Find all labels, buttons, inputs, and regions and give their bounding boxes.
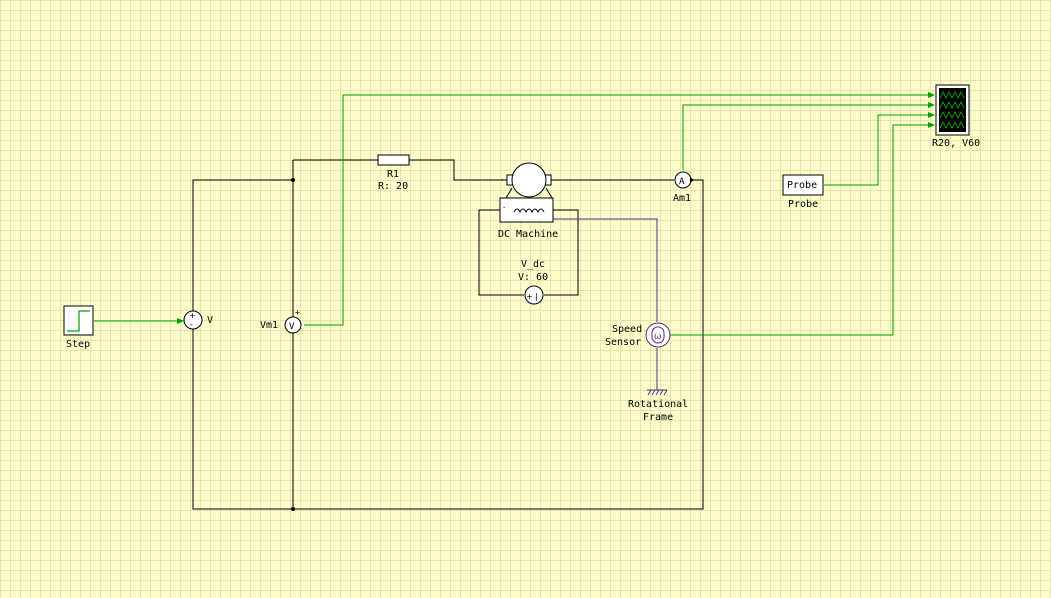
dc-source-param: V: 60: [518, 272, 548, 283]
wire-left-loop[interactable]: [192, 179, 704, 510]
step-icon: [67, 310, 90, 332]
wire-r1-to-machine[interactable]: [409, 159, 507, 181]
terminal-mark: ·: [500, 176, 504, 184]
ammeter[interactable]: A: [674, 171, 694, 189]
step-label: Step: [66, 339, 90, 350]
mechanical-wires: [553, 218, 668, 396]
speed-sensor-label-2: Sensor: [605, 337, 641, 348]
signal-wires: [94, 92, 935, 336]
resistor-param: R: 20: [378, 181, 408, 192]
rotational-frame-label-1: Rotational: [628, 399, 688, 410]
wire-field-loop[interactable]: [478, 209, 524, 296]
rotational-frame-label-2: Frame: [643, 412, 673, 423]
voltage-source[interactable]: + -: [183, 310, 203, 330]
signal-speed-to-scope[interactable]: [670, 124, 929, 336]
voltage-source-label: V: [207, 315, 213, 326]
scope-block[interactable]: [935, 84, 970, 136]
wire-field-loop-right[interactable]: [544, 209, 579, 296]
terminal-mark: ·: [502, 204, 506, 212]
sensor-inner-icon: [651, 326, 665, 344]
speed-sensor-label-1: Speed: [612, 324, 642, 335]
minus-sign: -: [190, 320, 193, 329]
voltmeter-label: Vm1: [260, 320, 278, 331]
ammeter-label: Am1: [673, 193, 691, 204]
junction-node: [291, 178, 295, 182]
frame-hatch: [647, 389, 668, 396]
arrow-head: [928, 92, 935, 98]
omega-icon: ω: [654, 332, 662, 342]
electrical-wires: [192, 159, 704, 511]
field-winding-icon: [513, 208, 545, 214]
dc-source-name: V_dc: [521, 259, 545, 270]
plus-sign: +: [189, 311, 196, 320]
probe-box-text: Probe: [787, 180, 817, 191]
mech-shaft-to-sensor[interactable]: [553, 218, 658, 322]
voltmeter[interactable]: V +: [284, 308, 302, 334]
plus-sign: +: [295, 308, 300, 317]
probe-label: Probe: [788, 199, 818, 210]
signal-vm1-to-scope[interactable]: [304, 94, 929, 326]
voltmeter-symbol: V: [289, 322, 295, 332]
dc-source[interactable]: + |: [524, 285, 544, 305]
resistor-r1[interactable]: [377, 154, 410, 166]
arrow-head: [928, 102, 935, 108]
probe-block[interactable]: Probe: [782, 174, 824, 196]
step-block[interactable]: [63, 305, 94, 336]
arrow-head: [928, 112, 935, 118]
dc-machine[interactable]: · ·: [499, 162, 554, 223]
armature-icon: [511, 162, 547, 198]
signal-probe-to-scope[interactable]: [824, 114, 929, 186]
scope-screen: [939, 88, 966, 132]
resistor-name: R1: [387, 169, 399, 180]
scope-label: R20, V60: [932, 138, 980, 149]
arrow-head: [177, 318, 184, 324]
dc-machine-label: DC Machine: [498, 229, 558, 240]
polarity-mark: + |: [526, 292, 538, 301]
signal-am1-to-scope[interactable]: [682, 104, 929, 170]
junction-node: [291, 507, 295, 511]
arrow-head: [690, 177, 694, 183]
arrow-head: [928, 122, 935, 128]
scope-trace-icon: [939, 91, 965, 129]
speed-sensor[interactable]: ω: [645, 322, 671, 348]
ammeter-symbol: A: [679, 177, 685, 187]
